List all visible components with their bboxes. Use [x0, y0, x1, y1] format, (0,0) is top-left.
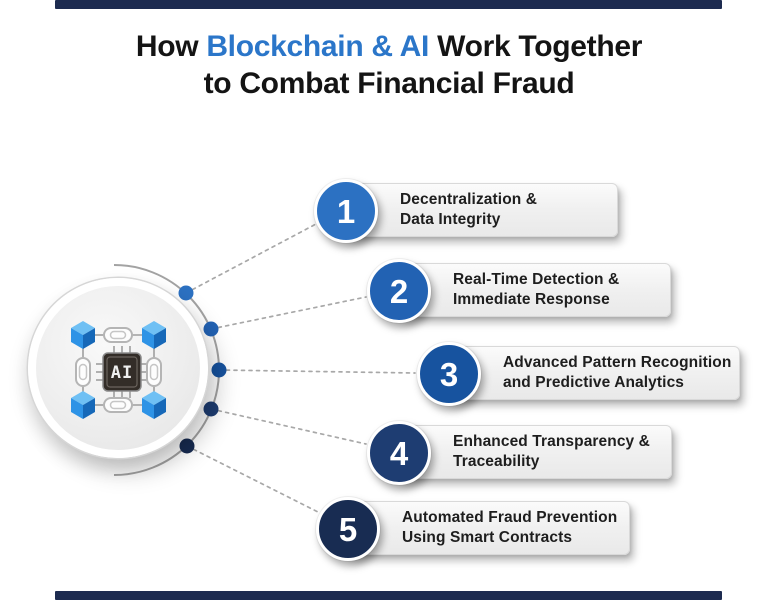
step-text-line2: Using Smart Contracts [402, 529, 573, 546]
connector-dot-5 [179, 438, 195, 454]
step-card-1: Decentralization & Data Integrity [346, 184, 617, 230]
connector-line-2 [210, 296, 367, 330]
step-card-3: Advanced Pattern Recognition and Predict… [449, 347, 739, 393]
connector-line-5 [186, 445, 319, 513]
page-title: How Blockchain & AI Work Together to Comb… [0, 28, 778, 102]
connector-line-1 [185, 223, 317, 294]
connector-dot-2 [203, 321, 219, 337]
step-row-1: 1 Decentralization & Data Integrity [314, 179, 618, 243]
step-card-4: Enhanced Transparency & Traceability [399, 426, 671, 472]
step-number-3: 3 [439, 355, 459, 393]
ai-chip-icon: AI [102, 352, 142, 392]
step-text-line1: Decentralization & [400, 191, 538, 208]
step-text-line2: Traceability [453, 453, 540, 470]
step-text-line1: Advanced Pattern Recognition [503, 354, 732, 371]
step-row-5: 5 Automated Fraud Prevention Using Smart… [316, 497, 630, 561]
step-number-badge-5: 5 [316, 497, 380, 561]
step-text-line1: Enhanced Transparency & [453, 433, 650, 450]
connector-dot-3 [211, 362, 227, 378]
step-number-badge-3: 3 [417, 342, 481, 406]
ai-chip-label: AI [111, 363, 133, 383]
step-row-2: 2 Real-Time Detection & Immediate Respon… [367, 259, 671, 323]
title-suffix: Work Together [429, 30, 643, 63]
block-cube-icon [71, 391, 95, 419]
connector-line-4 [210, 408, 367, 445]
step-number-2: 2 [389, 272, 409, 310]
chain-link-icon [146, 357, 162, 387]
title-prefix: How [135, 30, 207, 63]
step-number-4: 4 [389, 434, 409, 472]
step-text-line2: Data Integrity [400, 211, 501, 228]
connector-dot-4 [203, 401, 219, 417]
step-number-badge-2: 2 [367, 259, 431, 323]
top-accent-bar [55, 0, 722, 9]
title-line2: to Combat Financial Fraud [203, 67, 575, 100]
step-number-1: 1 [336, 192, 356, 230]
step-text-line2: and Predictive Analytics [503, 374, 685, 391]
step-number-badge-1: 1 [314, 179, 378, 243]
chain-link-icon [103, 327, 133, 343]
step-row-4: 4 Enhanced Transparency & Traceability [367, 421, 672, 485]
bottom-accent-bar [55, 591, 722, 600]
blockchain-ai-illustration: AI [28, 278, 208, 458]
block-cube-icon [142, 391, 166, 419]
step-number-badge-4: 4 [367, 421, 431, 485]
step-row-3: 3 Advanced Pattern Recognition and Predi… [417, 342, 740, 406]
connector-dot-1 [178, 285, 194, 301]
chain-link-icon [75, 357, 91, 387]
title-highlight: Blockchain & AI [206, 30, 430, 63]
step-card-5: Automated Fraud Prevention Using Smart C… [348, 502, 629, 548]
step-text-line1: Real-Time Detection & [453, 271, 620, 288]
blockchain-network-icon: AI [71, 321, 166, 419]
step-text-line1: Automated Fraud Prevention [402, 509, 618, 526]
step-card-2: Real-Time Detection & Immediate Response [399, 264, 670, 310]
block-cube-icon [142, 321, 166, 349]
chain-link-icon [103, 397, 133, 413]
step-text-line2: Immediate Response [453, 291, 610, 308]
step-number-5: 5 [338, 510, 358, 548]
block-cube-icon [71, 321, 95, 349]
connector-line-3 [218, 369, 416, 374]
